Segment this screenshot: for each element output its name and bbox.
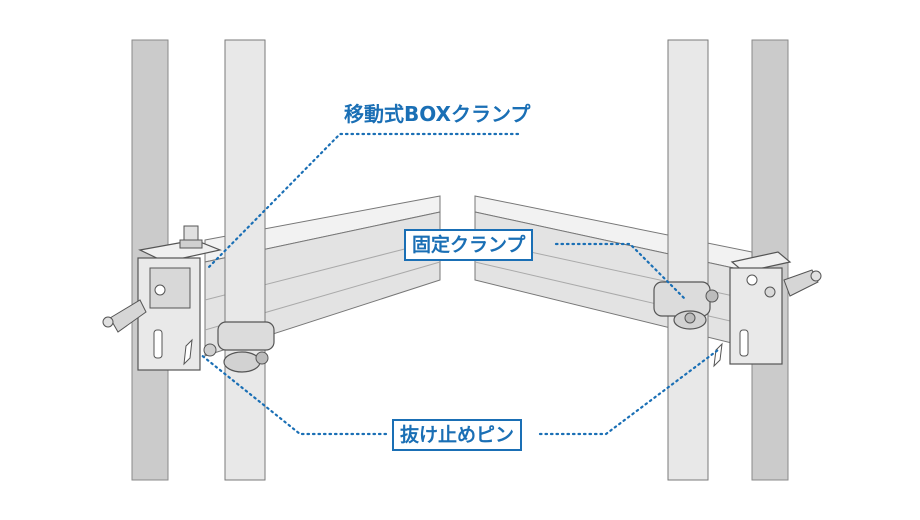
box-clamp-right xyxy=(714,252,821,366)
front-pipe-left xyxy=(225,40,265,480)
box-clamp-left xyxy=(103,226,220,370)
beam-right xyxy=(475,196,752,348)
label-movable-box-clamp: 移動式BOXクランプ xyxy=(344,102,530,126)
label-retaining-pin: 抜け止めピン xyxy=(392,419,522,451)
front-pipe-right xyxy=(668,40,708,480)
label-fixed-clamp: 固定クランプ xyxy=(404,229,533,261)
